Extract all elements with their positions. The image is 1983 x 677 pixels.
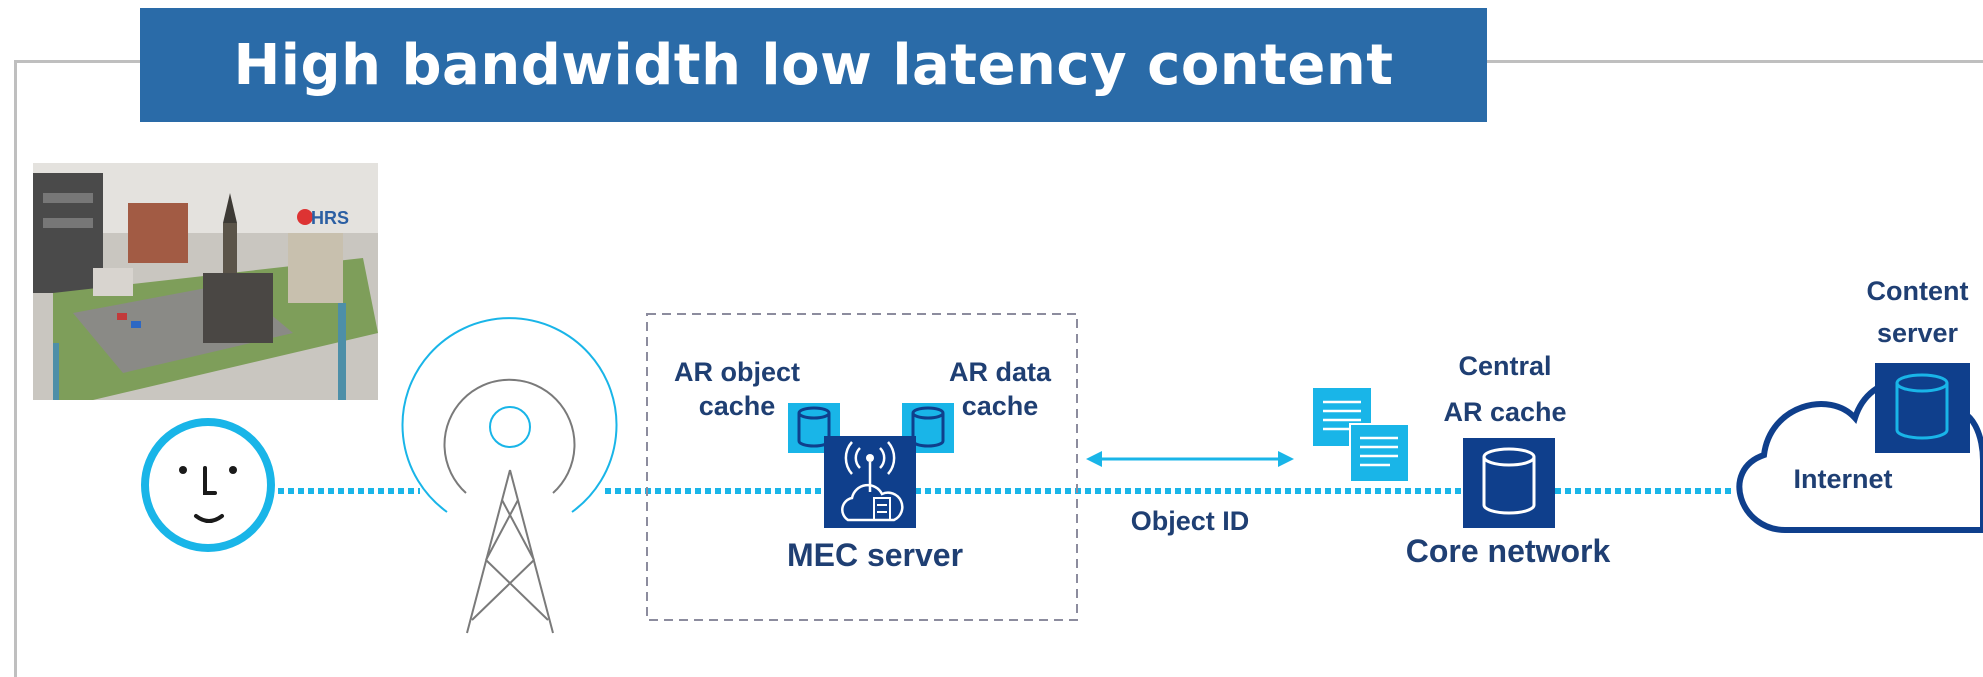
central-ar-cache-label-line2: AR cache (1443, 397, 1567, 427)
mec-server-label: MEC server (786, 537, 964, 573)
central-ar-cache-label-line1: Central (1458, 351, 1552, 381)
object-id-arrow (1086, 451, 1294, 467)
ar-object-cache-label: AR object cache (673, 357, 800, 421)
title-banner: High bandwidth low latency content (140, 8, 1487, 122)
database-icon (1463, 438, 1555, 528)
frame-line-left (14, 60, 17, 677)
content-server-label-line1: Content (1866, 276, 1969, 306)
page-title: High bandwidth low latency content (233, 32, 1394, 98)
database-icon (1875, 363, 1970, 453)
content-server-label-line2: server (1876, 318, 1959, 348)
mec-server-icon (824, 436, 916, 528)
object-id-label: Object ID (1130, 506, 1250, 536)
core-network-label: Core network (1405, 533, 1611, 569)
frame-line-top-left (14, 60, 140, 63)
internet-label: Internet (1793, 464, 1893, 494)
radio-tower-icon (401, 317, 618, 634)
ar-demo-photo: HRS (33, 163, 378, 400)
mec-boundary-box (646, 313, 1078, 621)
documents-icon (1313, 388, 1410, 483)
ar-data-cache-label: AR data cache (948, 357, 1051, 421)
photo-sign-text: HRS (311, 208, 349, 228)
user-face-icon (141, 418, 275, 552)
frame-line-top-right (1487, 60, 1983, 63)
